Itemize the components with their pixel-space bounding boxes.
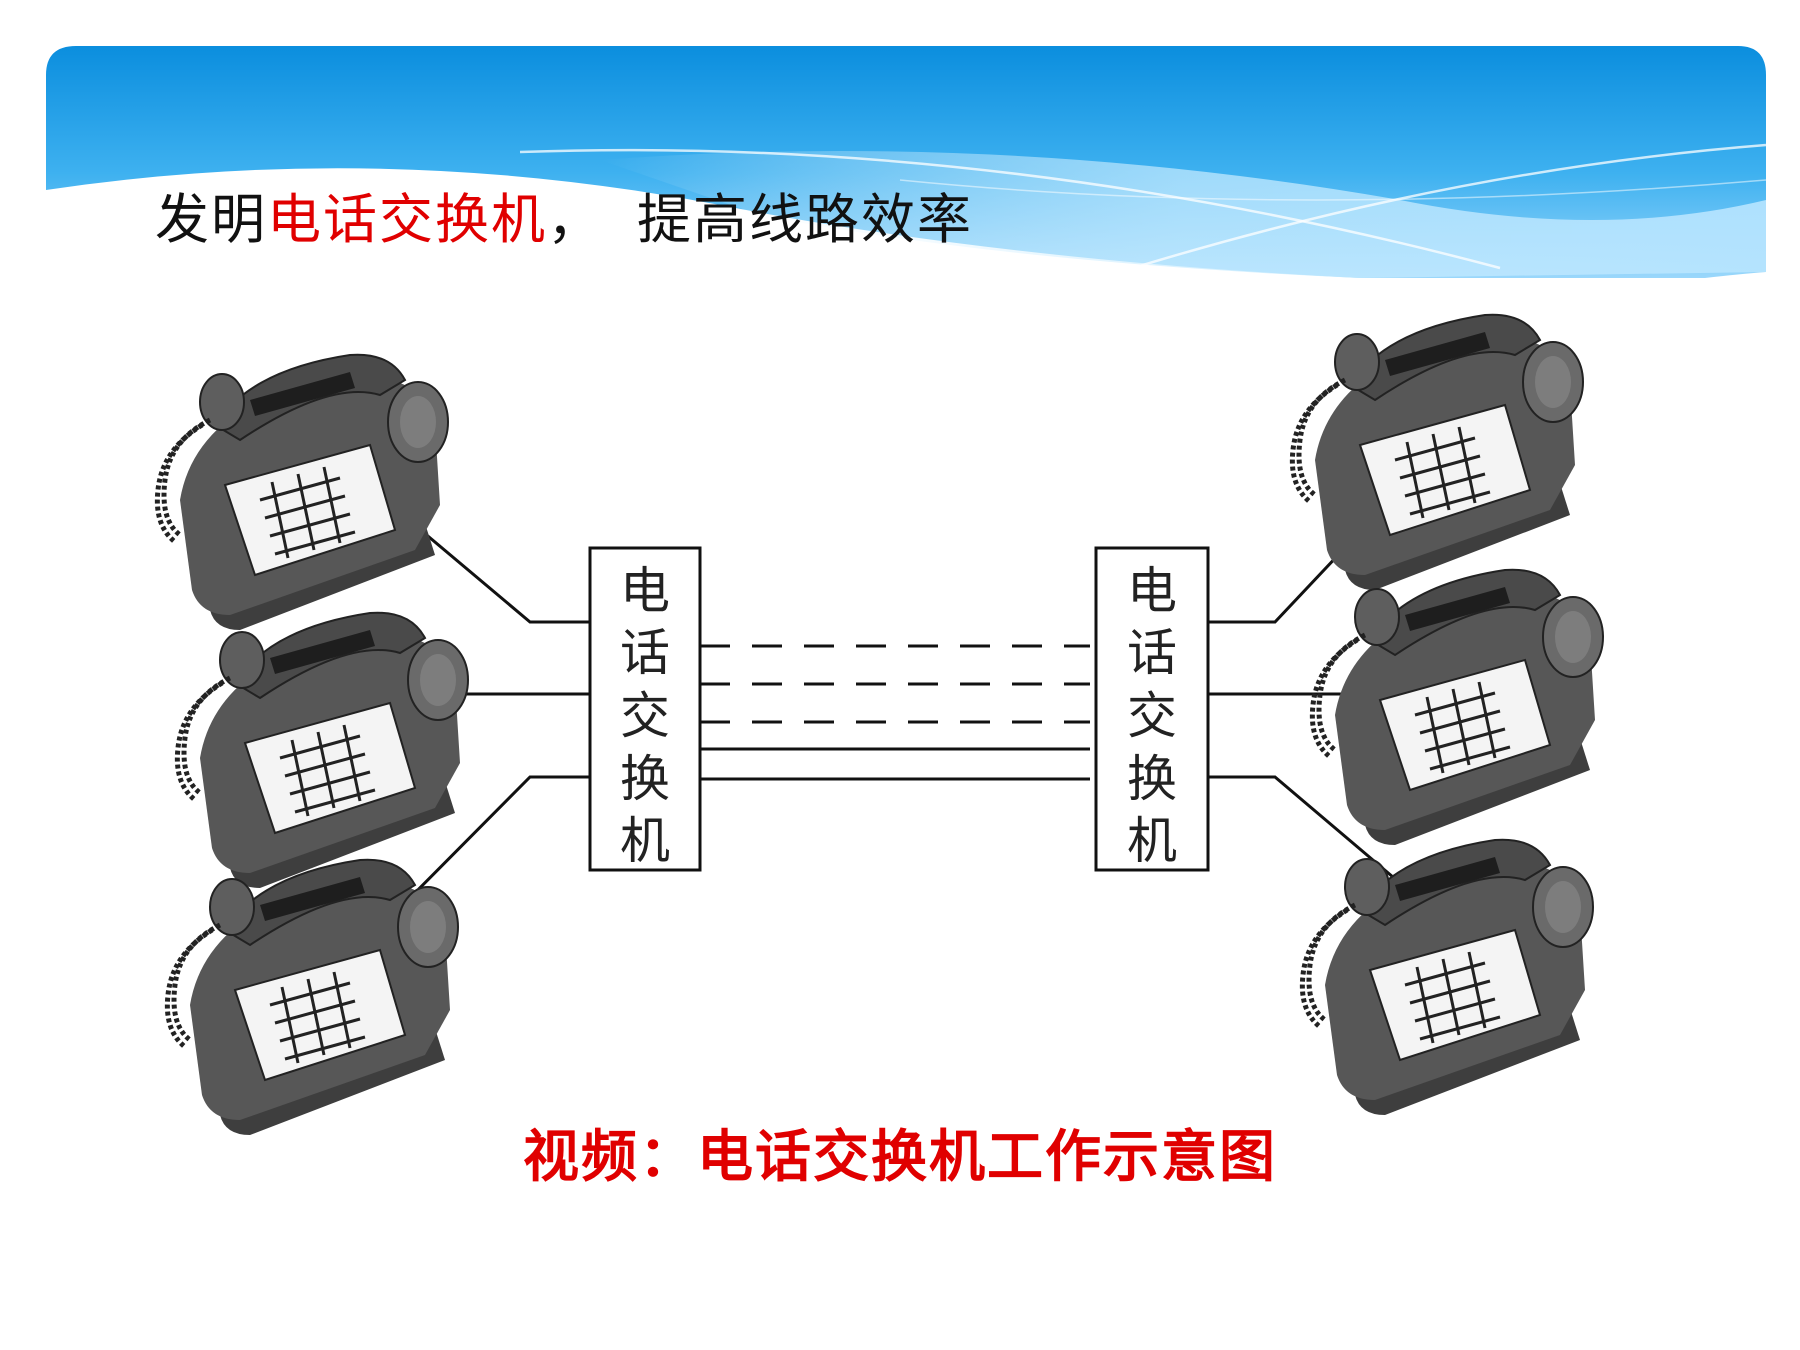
telephone-icon bbox=[1312, 570, 1603, 845]
switch-right-char-2: 话 bbox=[1127, 624, 1177, 682]
banner-swoosh-3 bbox=[899, 179, 1767, 201]
title-part-1: 发明 bbox=[155, 188, 267, 251]
title-comma: ， bbox=[547, 188, 603, 251]
telephone-icon bbox=[1292, 315, 1583, 590]
title-highlight: 电话交换机 bbox=[267, 188, 547, 251]
wire-left-bottom bbox=[388, 775, 590, 920]
switch-right-char-1: 电 bbox=[1127, 562, 1177, 620]
title-part-2: 提高线路效率 bbox=[637, 188, 973, 251]
telephone-icon bbox=[1302, 840, 1593, 1115]
switch-left-char-2: 话 bbox=[620, 624, 670, 682]
switch-right: 电 话 交 换 机 bbox=[1094, 546, 1210, 872]
switch-right-char-3: 交 bbox=[1127, 687, 1177, 745]
header-banner bbox=[46, 46, 1767, 278]
banner-swoosh-1 bbox=[519, 148, 1501, 270]
telephone-icon bbox=[157, 355, 448, 630]
telephone-icon bbox=[177, 613, 468, 888]
switch-right-char-5: 机 bbox=[1127, 812, 1177, 870]
switch-left-char-4: 换 bbox=[620, 750, 670, 808]
banner-wave bbox=[600, 151, 1766, 278]
telephone-icon bbox=[167, 860, 458, 1135]
switch-left-char-5: 机 bbox=[620, 812, 670, 870]
switch-left-char-1: 电 bbox=[620, 562, 670, 620]
diagram-caption: 视频：电话交换机工作示意图 bbox=[523, 1125, 1277, 1190]
switch-right-char-4: 换 bbox=[1127, 750, 1177, 808]
wire-left-top bbox=[384, 498, 590, 624]
trunk-lines bbox=[700, 644, 1090, 781]
banner-swoosh-2 bbox=[1119, 143, 1767, 274]
slide-title: 发明电话交换机， 提高线路效率 bbox=[155, 175, 973, 254]
switch-left-char-3: 交 bbox=[620, 687, 670, 745]
switch-left: 电 话 交 换 机 bbox=[588, 546, 702, 872]
